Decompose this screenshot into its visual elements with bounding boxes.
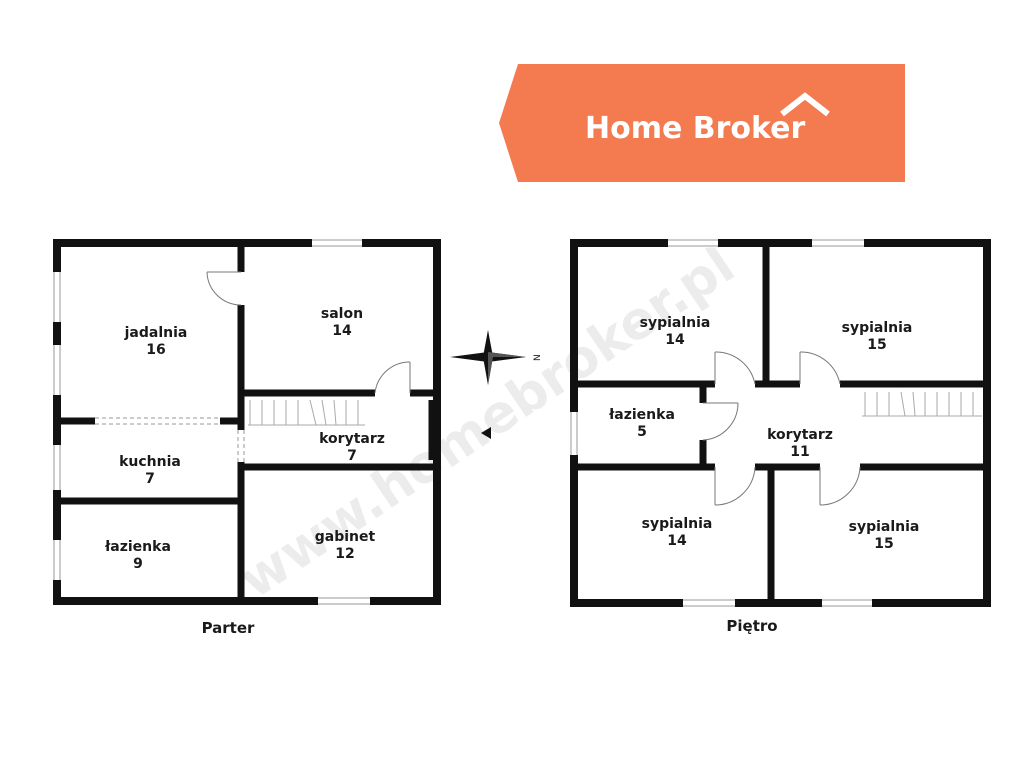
parter-window-frames	[53, 239, 370, 605]
room-area-gabinet: 12	[335, 546, 354, 562]
room-area-salon: 14	[332, 323, 352, 339]
room-name-lazienka: łazienka	[104, 539, 171, 555]
pietro-windows	[569, 238, 872, 608]
room-area-korytarz: 7	[347, 448, 357, 464]
room-name-sypialnia-4: sypialnia	[849, 519, 920, 535]
entrance-arrow-icon	[481, 427, 491, 439]
logo-text: Home Broker	[585, 111, 806, 146]
parter-windows	[52, 238, 370, 606]
room-area-sypialnia-3: 14	[667, 533, 687, 549]
parter-openings	[95, 417, 245, 462]
room-name-sypialnia-2: sypialnia	[842, 320, 913, 336]
room-area-jadalnia: 16	[146, 342, 165, 358]
parter-stairs	[248, 399, 365, 426]
room-name-gabinet: gabinet	[315, 529, 376, 545]
floor-label-pietro: Piętro	[726, 617, 777, 635]
room-area-lazienka-pietro: 5	[637, 424, 647, 440]
floor-pietro: sypialnia 14 sypialnia 15 łazienka 5 kor…	[569, 238, 991, 635]
room-name-korytarz: korytarz	[319, 431, 385, 447]
room-area-sypialnia-2: 15	[867, 337, 886, 353]
pietro-doors	[702, 351, 861, 506]
room-name-lazienka-pietro: łazienka	[608, 407, 675, 423]
room-name-sypialnia-3: sypialnia	[642, 516, 713, 532]
room-name-korytarz-pietro: korytarz	[767, 427, 833, 443]
room-name-jadalnia: jadalnia	[124, 325, 188, 341]
room-name-sypialnia-1: sypialnia	[640, 315, 711, 331]
roof-icon	[780, 92, 830, 117]
room-name-salon: salon	[321, 306, 363, 322]
pietro-interior-walls	[574, 243, 987, 603]
room-area-sypialnia-1: 14	[665, 332, 685, 348]
room-area-lazienka: 9	[133, 556, 143, 572]
home-broker-logo: Home Broker	[499, 64, 905, 182]
compass-rose-icon: N	[450, 330, 543, 385]
room-area-korytarz-pietro: 11	[790, 444, 809, 460]
room-area-kuchnia: 7	[145, 471, 155, 487]
pietro-window-frames	[570, 239, 872, 607]
floor-label-parter: Parter	[202, 619, 255, 637]
parter-doors	[206, 271, 434, 460]
room-name-kuchnia: kuchnia	[119, 454, 181, 470]
floor-parter: jadalnia 16 salon 14 korytarz 7 kuchnia …	[52, 238, 441, 637]
pietro-stairs	[862, 391, 982, 417]
room-area-sypialnia-4: 15	[874, 536, 893, 552]
parter-interior-walls	[57, 243, 437, 601]
compass-north-label: N	[533, 354, 543, 361]
